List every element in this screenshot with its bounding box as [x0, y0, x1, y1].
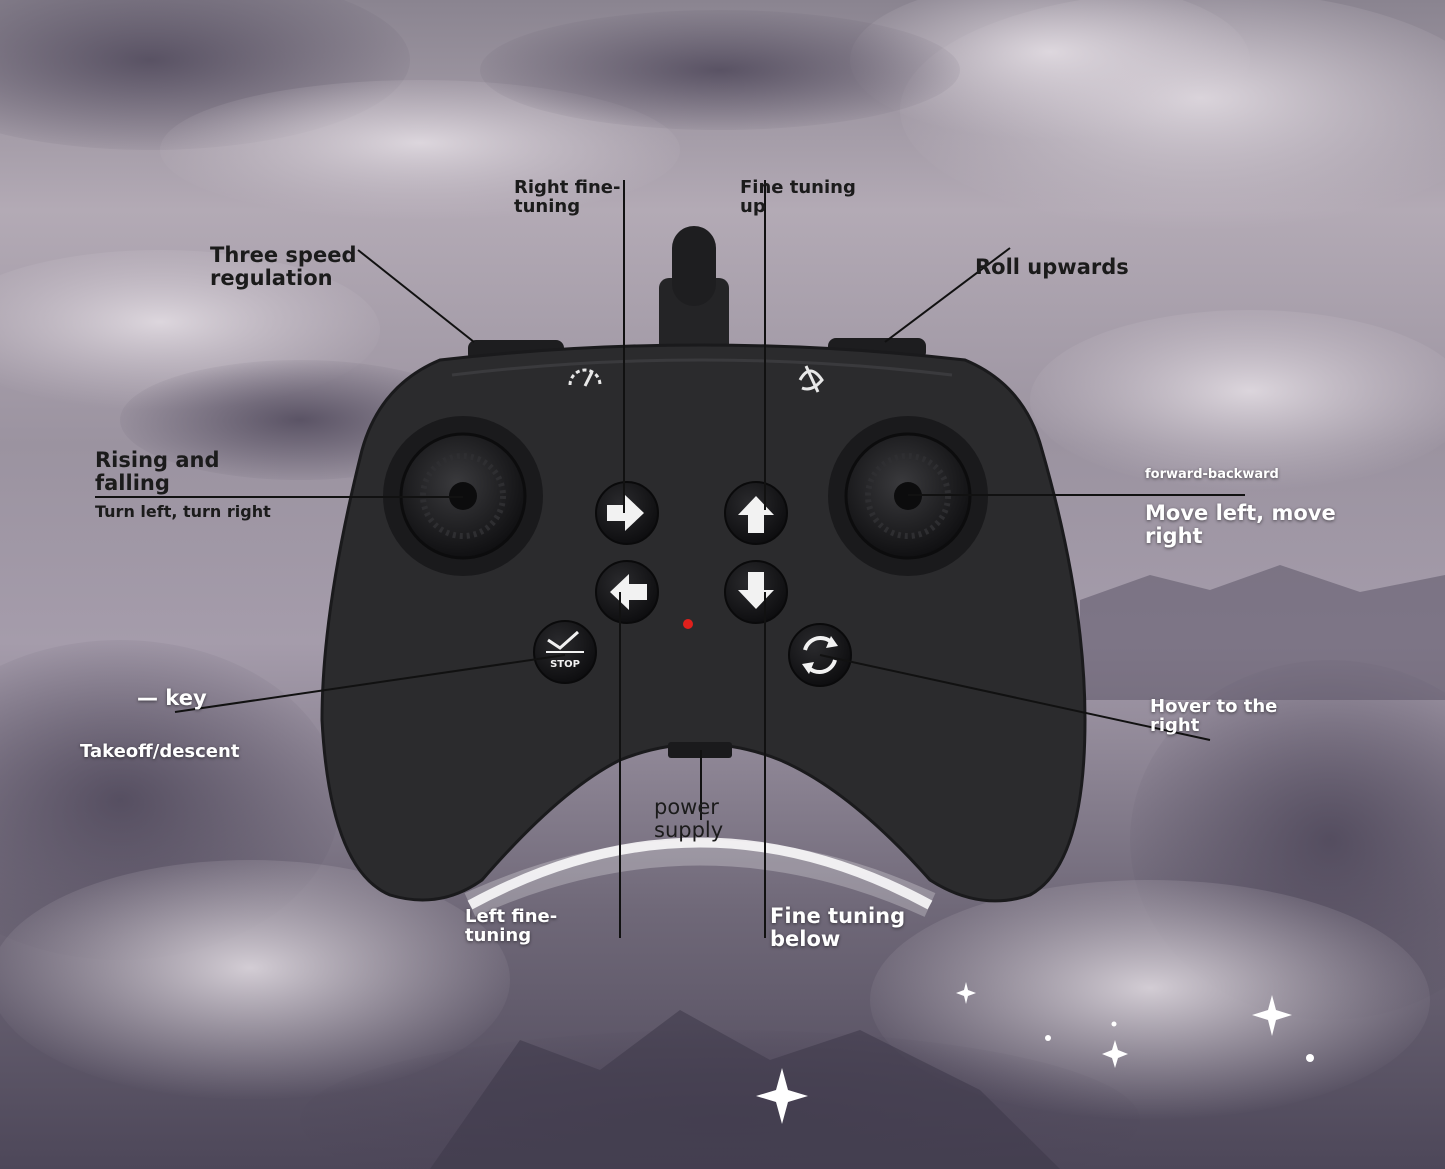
- arrow-right-icon: [607, 495, 644, 531]
- antenna-base: [659, 278, 729, 358]
- label-left-fine-tuning: Left fine- tuning: [465, 906, 558, 947]
- takeoff-stop-icon: [547, 630, 579, 650]
- label-right-fine-tuning: Right fine- tuning: [514, 177, 621, 218]
- flip-icon: [798, 365, 824, 393]
- indicator-led: [683, 619, 693, 629]
- sparkle-stars: [756, 982, 1314, 1124]
- label-three-speed-regulation: Three speed regulation: [210, 243, 357, 290]
- fine-tune-down-button[interactable]: [724, 560, 788, 624]
- glow-arc-halo: [464, 839, 936, 917]
- label-one-key: — key: [137, 686, 207, 710]
- leader-lines: [95, 180, 1245, 938]
- label-hover-to-the-right: Hover to the right: [1150, 696, 1278, 737]
- label-roll-upwards: Roll upwards: [975, 255, 1129, 279]
- arrow-up-icon: [738, 496, 774, 533]
- arrow-down-icon: [738, 572, 774, 609]
- arrow-left-icon: [610, 574, 647, 610]
- label-move-left-right: Move left, move right: [1145, 501, 1336, 548]
- label-forward-backward: forward-backward: [1145, 467, 1279, 482]
- left-fine-tune-button[interactable]: [595, 560, 659, 624]
- label-fine-tuning-up: Fine tuning up: [740, 177, 856, 218]
- fine-tune-up-button[interactable]: [724, 481, 788, 545]
- stop-text: STOP: [550, 659, 580, 670]
- mountain-silhouettes: [430, 565, 1445, 1169]
- label-fine-tuning-below: Fine tuning below: [770, 904, 906, 951]
- right-fine-tune-button[interactable]: [595, 481, 659, 545]
- label-power-supply: power supply: [654, 795, 724, 842]
- label-rising-and-falling: Rising and falling: [95, 448, 220, 495]
- label-takeoff-descent: Takeoff/descent: [80, 741, 240, 762]
- speed-dial-icon: [568, 368, 602, 387]
- glow-arc: [467, 837, 933, 910]
- antenna: [672, 226, 716, 306]
- takeoff-descent-button[interactable]: STOP: [533, 620, 597, 684]
- label-turn-left-right: Turn left, turn right: [95, 502, 271, 521]
